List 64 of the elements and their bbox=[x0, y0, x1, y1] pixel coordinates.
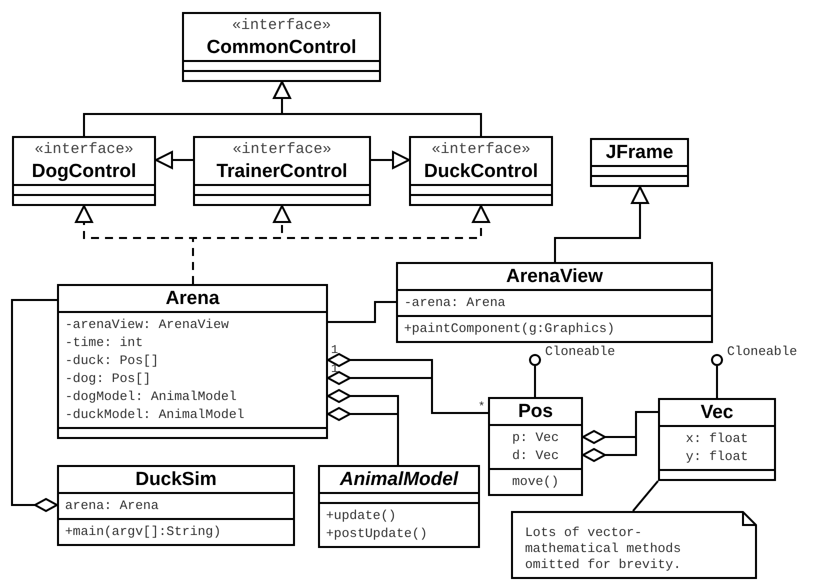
note-connector bbox=[632, 480, 659, 512]
interface-name: Cloneable bbox=[727, 344, 798, 359]
class-name: TrainerControl bbox=[216, 160, 348, 184]
attribute-text: -arenaView: ArenaView bbox=[65, 316, 230, 334]
attribute-text: d: Vec bbox=[511, 447, 560, 465]
class-name: DuckSim bbox=[134, 468, 218, 492]
method-text: move() bbox=[511, 473, 560, 491]
class-box bbox=[57, 465, 295, 546]
interface-box bbox=[409, 136, 553, 206]
stereotype-label: «interface» bbox=[33, 141, 135, 159]
class-name: AnimalModel bbox=[338, 468, 460, 492]
attribute-text: p: Vec bbox=[511, 429, 560, 447]
class-name: ArenaView bbox=[505, 265, 604, 289]
attribute-text: arena: Arena bbox=[65, 497, 160, 515]
connector bbox=[554, 186, 649, 262]
connector bbox=[155, 151, 193, 169]
class-name: DogControl bbox=[30, 160, 138, 184]
class-box bbox=[57, 284, 328, 439]
multiplicity-label: 1 bbox=[331, 343, 338, 357]
connector bbox=[273, 81, 482, 136]
method-text: +main(argv[]:String) bbox=[65, 523, 222, 541]
class-box bbox=[318, 465, 480, 548]
attribute-text: -time: int bbox=[65, 334, 144, 352]
class-name: Vec bbox=[700, 401, 734, 425]
class-box bbox=[590, 138, 689, 187]
class-box bbox=[396, 262, 713, 343]
connector bbox=[327, 371, 488, 414]
attribute-text: -dog: Pos[] bbox=[65, 370, 152, 388]
multiplicity-label: * bbox=[478, 400, 486, 414]
connector bbox=[371, 151, 410, 169]
connector bbox=[11, 299, 58, 512]
stereotype-label: «interface» bbox=[231, 141, 333, 159]
class-name: Arena bbox=[164, 287, 220, 311]
attribute-text: y: float bbox=[684, 448, 750, 466]
attribute-text: -duckModel: AnimalModel bbox=[65, 406, 246, 424]
stereotype-label: «interface» bbox=[230, 17, 332, 35]
attribute-text: x: float bbox=[684, 430, 750, 448]
class-box bbox=[658, 398, 776, 481]
multiplicity-label: 1 bbox=[331, 362, 338, 376]
interface-box bbox=[182, 12, 381, 82]
method-text: +paintComponent(g:Graphics) bbox=[404, 320, 616, 338]
connector bbox=[328, 301, 396, 323]
interface-box bbox=[12, 136, 156, 206]
stereotype-label: «interface» bbox=[430, 141, 532, 159]
method-text: +postUpdate() bbox=[326, 525, 428, 543]
note-text: Lots of vector- mathematical methods omitted for brevity. bbox=[525, 525, 682, 573]
class-name: CommonControl bbox=[206, 36, 358, 60]
connector bbox=[327, 407, 399, 465]
interface-circle bbox=[711, 354, 723, 366]
connector bbox=[716, 366, 718, 398]
connector bbox=[534, 366, 536, 397]
interface-circle bbox=[529, 354, 541, 366]
attribute-text: -dogModel: AnimalModel bbox=[65, 388, 238, 406]
interface-box bbox=[193, 136, 371, 206]
attribute-text: -duck: Pos[] bbox=[65, 352, 160, 370]
attribute-text: -arena: Arena bbox=[404, 294, 506, 312]
method-text: +update() bbox=[326, 507, 398, 525]
class-box bbox=[488, 397, 583, 496]
interface-name: Cloneable bbox=[545, 344, 616, 359]
note-box bbox=[511, 511, 757, 579]
connector bbox=[192, 205, 490, 284]
class-name: DuckControl bbox=[423, 160, 539, 184]
class-name: JFrame bbox=[604, 141, 674, 165]
class-name: Pos bbox=[517, 400, 554, 424]
